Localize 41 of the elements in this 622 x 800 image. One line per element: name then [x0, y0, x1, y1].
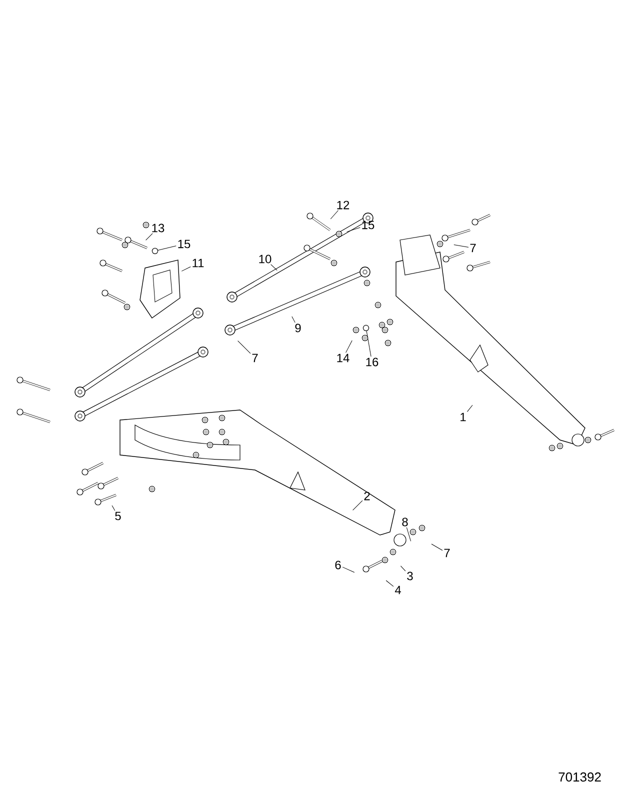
leader-line — [467, 404, 473, 412]
callout-number: 4 — [394, 586, 401, 594]
callout-number: 7 — [444, 548, 450, 558]
leader-line — [158, 246, 176, 251]
leader-line — [270, 264, 278, 271]
callout-number: 5 — [115, 512, 121, 520]
callout-number: 9 — [295, 324, 301, 332]
leader-line — [366, 330, 372, 357]
callout-number: 1 — [460, 412, 466, 422]
callout-number: 10 — [259, 254, 272, 264]
callout-number: 14 — [337, 354, 350, 362]
leader-line — [330, 210, 338, 220]
callout-number: 8 — [402, 518, 408, 526]
callout-number: 6 — [335, 560, 341, 570]
drawing-number: 701392 — [558, 772, 601, 782]
callout-number: 13 — [152, 224, 164, 232]
leader-line — [292, 316, 296, 323]
callout-number: 7 — [252, 354, 258, 362]
callout-number: 16 — [366, 358, 378, 366]
callout-number: 15 — [362, 220, 374, 230]
callout-number: 12 — [337, 200, 350, 210]
leader-line — [342, 566, 355, 573]
leader-line — [112, 505, 116, 511]
nut-icon — [152, 248, 158, 254]
leader-line — [352, 500, 363, 510]
callout-number: 3 — [407, 572, 413, 580]
callout-number: 15 — [178, 240, 190, 248]
leader-line — [454, 244, 469, 248]
leader-line — [346, 340, 352, 353]
leader-line — [400, 566, 406, 572]
nut-icon — [362, 324, 370, 332]
callout-number: 2 — [364, 492, 370, 500]
leader-line — [238, 340, 251, 354]
callout-number: 11 — [192, 258, 204, 268]
leader-line — [146, 233, 153, 240]
leader-line — [431, 544, 443, 551]
leader-line — [346, 227, 360, 232]
callout-number: 7 — [470, 244, 476, 252]
leader-line — [406, 527, 412, 542]
leader-line — [386, 580, 394, 587]
leader-line — [181, 266, 191, 272]
